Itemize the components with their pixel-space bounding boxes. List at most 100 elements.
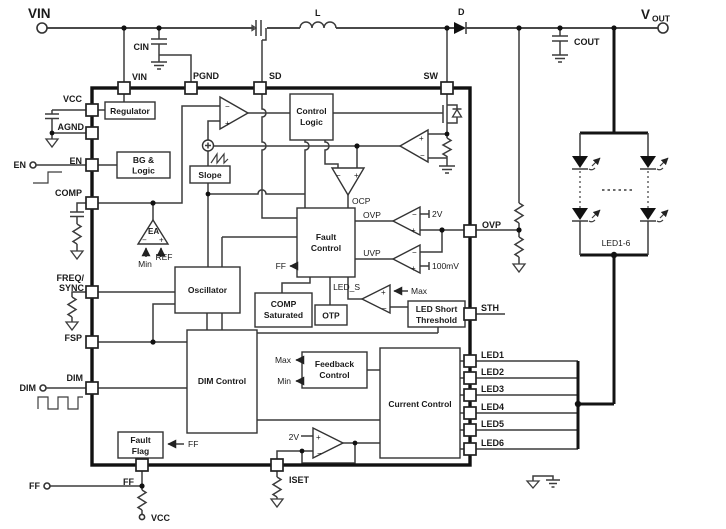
junction-dots — [49, 25, 618, 489]
led-icon — [640, 208, 656, 222]
dim-terminal-label: DIM — [20, 383, 37, 393]
pin-iset — [270, 458, 284, 472]
fault-flag-input-arrow: FF — [167, 439, 198, 449]
pin-dim-label: DIM — [67, 373, 84, 383]
led-string: LED1-6 — [572, 28, 669, 406]
oscillator-label: Oscillator — [188, 285, 228, 295]
pin-dim — [85, 381, 99, 395]
slope-label: Slope — [198, 170, 221, 180]
pin-ff-label: FF — [123, 477, 134, 487]
pin-agnd-label: AGND — [58, 122, 85, 132]
otp-block — [314, 304, 348, 326]
freq-resistor — [64, 291, 86, 332]
pin-led4 — [463, 406, 477, 420]
power-mosfet — [428, 94, 463, 174]
dim-source — [37, 384, 86, 410]
led-short-threshold-label: Threshold — [416, 315, 457, 325]
svg-text:−: − — [412, 210, 417, 219]
pin-vcc — [85, 103, 99, 117]
pin-ovp — [463, 224, 477, 238]
pin-en-label: EN — [69, 156, 82, 166]
pin-comp — [85, 196, 99, 210]
pin-led5 — [463, 423, 477, 437]
ground-arrow-icon — [525, 480, 541, 489]
vin-title: VIN — [28, 6, 51, 21]
control-logic-block — [289, 93, 334, 141]
pin-freq-label: FREQ/ — [56, 273, 84, 283]
led-s-max-label: Max — [411, 286, 428, 296]
pin-led6 — [463, 442, 477, 456]
pin-led2 — [463, 371, 477, 385]
current-sense-amp: + − — [398, 128, 429, 164]
bg-logic-block — [116, 151, 171, 179]
ground-arrow-icon — [511, 263, 527, 274]
sawtooth-icon — [210, 152, 229, 165]
pin-ovp-label: OVP — [482, 220, 501, 230]
svg-text:−: − — [382, 304, 387, 313]
oscillator-block — [174, 266, 241, 314]
fault-flag-label: Flag — [132, 446, 149, 456]
bg-logic-label: BG & — [133, 155, 154, 165]
input-mosfet-icon — [251, 20, 267, 82]
vcc-pullup-label: VCC — [151, 513, 171, 523]
vcc-decoupling — [44, 109, 86, 149]
svg-text:+: + — [316, 433, 321, 442]
feedback-control-label: Feedback — [315, 359, 354, 369]
ocp-label: OCP — [352, 196, 371, 206]
pin-led3-label: LED3 — [481, 384, 504, 394]
led-icon — [572, 208, 588, 222]
pin-freq-label: SYNC — [59, 283, 85, 293]
ground-icon — [546, 479, 560, 488]
svg-text:−: − — [412, 248, 417, 257]
feedback-max-arrow: Max — [275, 355, 305, 365]
svg-text:+: + — [411, 264, 416, 273]
ff-net-label: FF — [188, 439, 198, 449]
svg-text:+: + — [159, 236, 164, 245]
pin-iset-label: ISET — [289, 475, 310, 485]
ground-arrow-icon — [64, 321, 80, 332]
pin-fsp-label: FSP — [64, 333, 82, 343]
fault-flag-block — [117, 431, 164, 459]
svg-text:−: − — [336, 171, 341, 180]
pin-led6-label: LED6 — [481, 438, 504, 448]
step-waveform-icon — [33, 171, 62, 184]
svg-text:−: − — [142, 236, 147, 245]
fault-control-label: Control — [311, 243, 341, 253]
led-icon — [572, 156, 588, 170]
feedback-control-block — [301, 351, 368, 389]
ovp-ref-label: 2V — [432, 209, 443, 219]
ground-icon — [151, 61, 167, 70]
pin-vin-label: VIN — [132, 72, 147, 82]
pin-led1-label: LED1 — [481, 350, 504, 360]
ea-min-label: Min — [138, 259, 152, 269]
comp-saturated-block — [254, 292, 313, 328]
pad-ground — [525, 475, 560, 489]
ground-arrow-icon — [69, 250, 85, 261]
dim-control-block — [186, 329, 258, 434]
pin-sd-label: SD — [269, 71, 282, 81]
pin-sw — [440, 81, 454, 95]
light-emission-icon — [656, 157, 669, 171]
svg-text:EA: EA — [148, 227, 159, 236]
pin-led5-label: LED5 — [481, 419, 504, 429]
pin-agnd — [85, 126, 99, 140]
pin-pgnd-label: PGND — [193, 71, 220, 81]
cin-capacitor — [123, 28, 192, 82]
led-s-net-label: LED_S — [333, 282, 360, 292]
pin-pgnd — [184, 81, 198, 95]
feedback-min-arrow: Min — [277, 376, 305, 386]
current-control-label: Current Control — [388, 399, 451, 409]
svg-text:+: + — [354, 171, 359, 180]
svg-text:−: − — [420, 151, 425, 160]
iset-ref-label: 2V — [289, 432, 300, 442]
current-control-block — [379, 347, 461, 459]
svg-text:−: − — [317, 449, 322, 458]
feedback-control-label: Control — [319, 370, 349, 380]
pin-led4-label: LED4 — [481, 402, 504, 412]
ff-terminal-label: FF — [29, 481, 40, 491]
ff-output-arrow: FF — [276, 261, 299, 271]
cout-label: COUT — [574, 37, 600, 47]
vout-terminal — [657, 22, 669, 34]
ovp-divider — [476, 28, 527, 274]
